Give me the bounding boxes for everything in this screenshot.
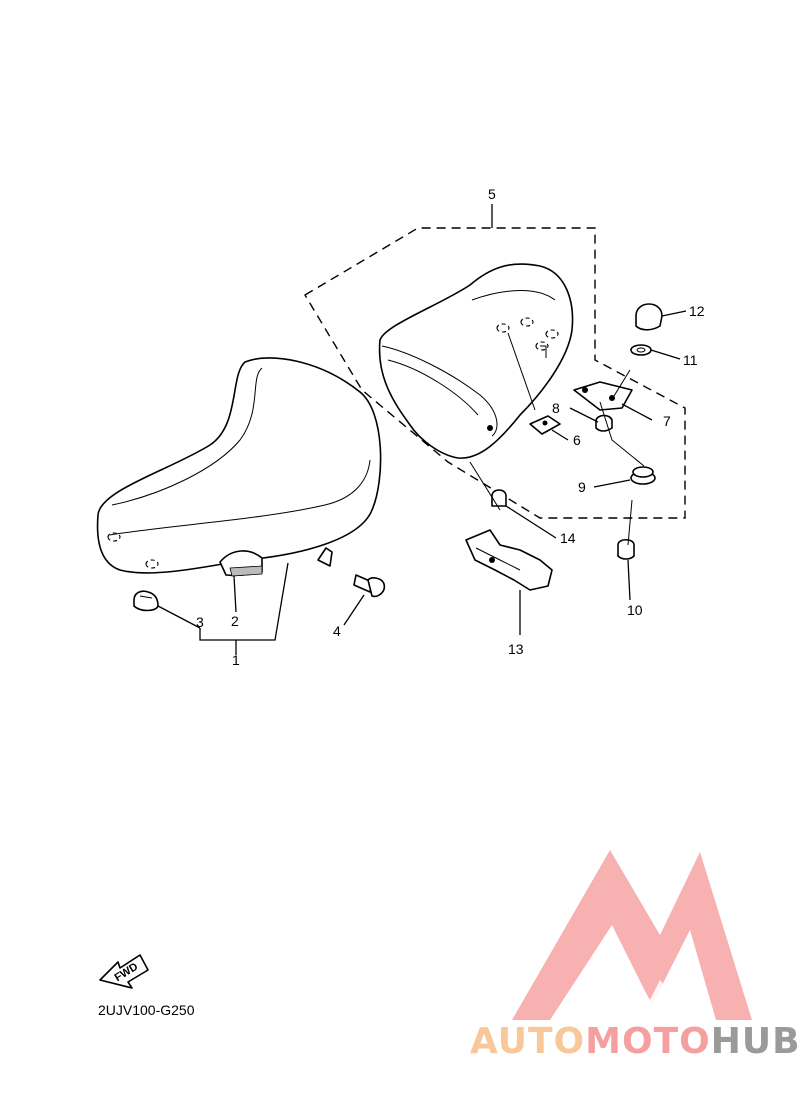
callout-5: 5 [488, 186, 496, 202]
callout-2: 2 [231, 613, 239, 629]
nut-plate-6 [529, 415, 561, 435]
damper-3 [133, 590, 159, 612]
watermark-auto: AUTO [470, 1021, 585, 1062]
nut-8 [595, 414, 613, 432]
bolt-4 [353, 574, 386, 598]
diagram-code: 2UJV100-G250 [98, 1002, 195, 1018]
grommet-9 [630, 466, 656, 485]
watermark-hub: HUB [711, 1021, 800, 1062]
bracket-7 [573, 381, 633, 411]
callout-7: 7 [663, 413, 671, 429]
washer-11 [630, 344, 652, 356]
callout-13: 13 [508, 641, 524, 657]
callout-9: 9 [578, 479, 586, 495]
rear-seat [378, 263, 574, 459]
callout-11: 11 [683, 352, 698, 368]
watermark-moto: MOTO [585, 1021, 711, 1062]
callout-4: 4 [333, 623, 341, 639]
callout-6: 6 [573, 432, 581, 448]
cap-nut-12 [635, 303, 663, 331]
callout-12: 12 [689, 303, 705, 319]
assembly-5-boundary [304, 227, 686, 519]
callout-3: 3 [196, 614, 204, 630]
bolt-14 [491, 489, 507, 507]
fwd-arrow-icon: FWD [99, 954, 149, 989]
seat-bracket-13 [465, 529, 553, 591]
watermark-text: AUTOMOTOHUB [470, 1021, 800, 1062]
callout-10: 10 [627, 602, 643, 618]
automotohub-logo-mark [512, 850, 752, 1020]
collar-10 [617, 538, 635, 560]
leader-lines [157, 204, 687, 655]
callout-1: 1 [232, 652, 240, 668]
callout-14: 14 [560, 530, 576, 546]
callout-8: 8 [552, 400, 560, 416]
front-seat [96, 357, 382, 577]
